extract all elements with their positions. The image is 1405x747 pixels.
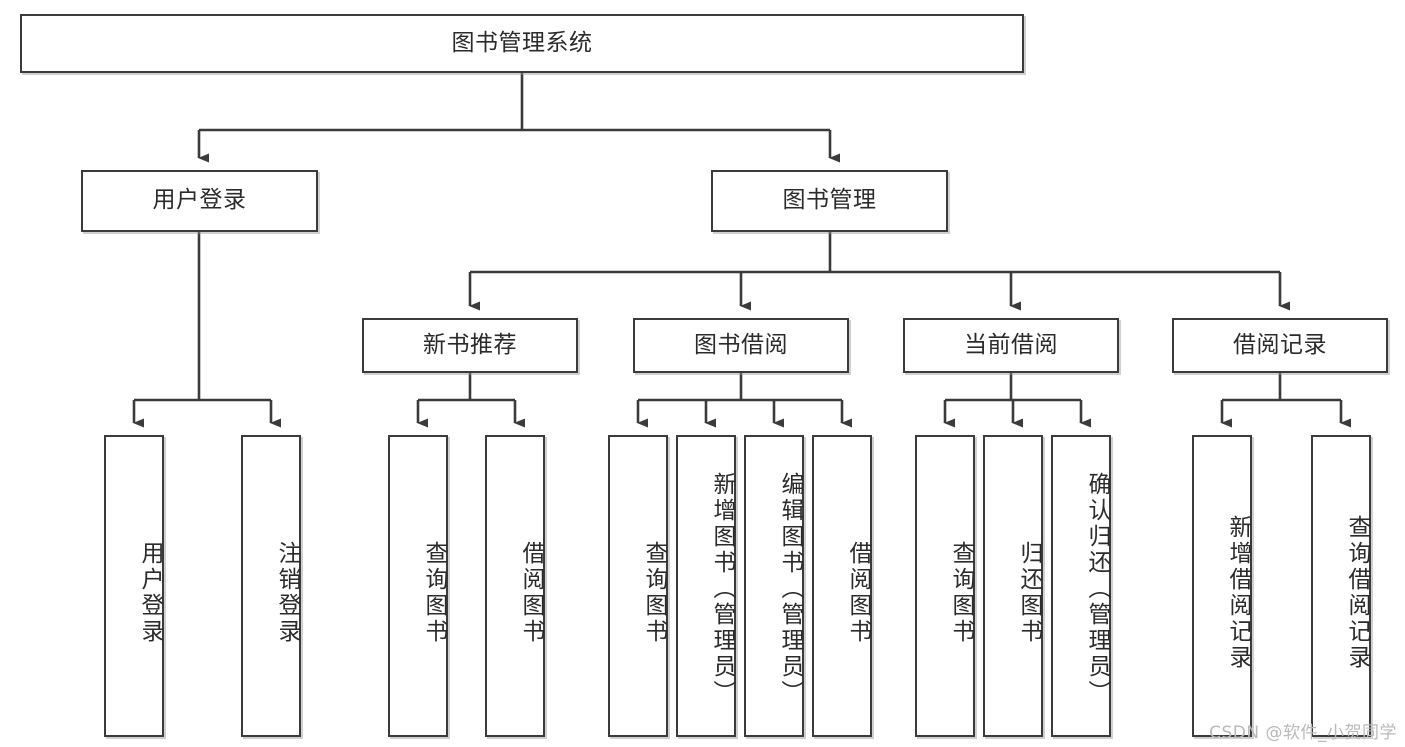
node-current-borrow[interactable]: 当前借阅: [903, 318, 1119, 373]
watermark-text: CSDN @软件_小贺同学: [1209, 723, 1397, 743]
leaf-borrow-books-recommend[interactable]: 借阅图书: [485, 435, 545, 737]
node-root[interactable]: 图书管理系统: [20, 14, 1024, 73]
leaf-query-books-recommend[interactable]: 查询图书: [388, 435, 448, 737]
node-user-login[interactable]: 用户登录: [81, 170, 318, 232]
leaf-query-books-borrow[interactable]: 查询图书: [608, 435, 668, 737]
leaf-edit-book-admin[interactable]: 编辑图书（管理员）: [744, 435, 804, 737]
node-borrow-records[interactable]: 借阅记录: [1172, 318, 1388, 373]
leaf-user-login[interactable]: 用户登录: [104, 435, 164, 737]
node-book-borrow[interactable]: 图书借阅: [633, 318, 849, 373]
leaf-query-books-current[interactable]: 查询图书: [915, 435, 975, 737]
leaf-return-book[interactable]: 归还图书: [983, 435, 1043, 737]
leaf-borrow-book[interactable]: 借阅图书: [812, 435, 872, 737]
node-book-management[interactable]: 图书管理: [711, 170, 948, 232]
leaf-add-book-admin[interactable]: 新增图书（管理员）: [676, 435, 736, 737]
leaf-confirm-return-admin[interactable]: 确认归还（管理员）: [1051, 435, 1111, 737]
leaf-logout[interactable]: 注销登录: [241, 435, 301, 737]
node-new-book-recommend[interactable]: 新书推荐: [362, 318, 578, 373]
leaf-query-borrow-record[interactable]: 查询借阅记录: [1311, 435, 1371, 737]
leaf-add-borrow-record[interactable]: 新增借阅记录: [1192, 435, 1252, 737]
